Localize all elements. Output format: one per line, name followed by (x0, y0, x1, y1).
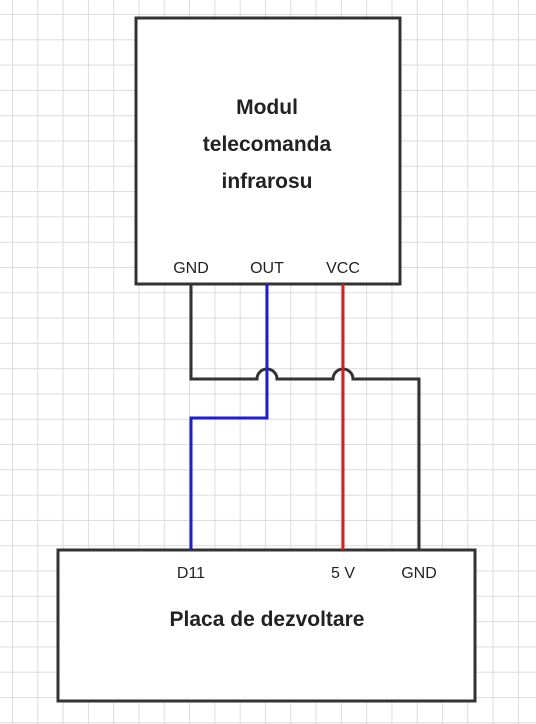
ir-module-title-line-3: infrarosu (221, 170, 312, 193)
ir-module-title-line-2: telecomanda (203, 133, 332, 156)
dev-board-title: Placa de dezvoltare (170, 608, 365, 631)
ir-module-title-line-1: Modul (236, 96, 298, 119)
dev-board-box (56, 548, 477, 703)
gnd-wire (189, 284, 421, 550)
dev-board-pin-gnd: GND (401, 565, 437, 582)
ir-module-pin-out: OUT (250, 260, 284, 277)
signal-wire-out-d11 (189, 284, 269, 550)
dev-board-pin-5v: 5 V (331, 565, 355, 582)
ir-module-pin-gnd: GND (173, 260, 209, 277)
dev-board-pin-d11: D11 (177, 565, 205, 582)
ir-module-pin-vcc: VCC (326, 260, 360, 277)
ir-module-box (134, 16, 402, 286)
